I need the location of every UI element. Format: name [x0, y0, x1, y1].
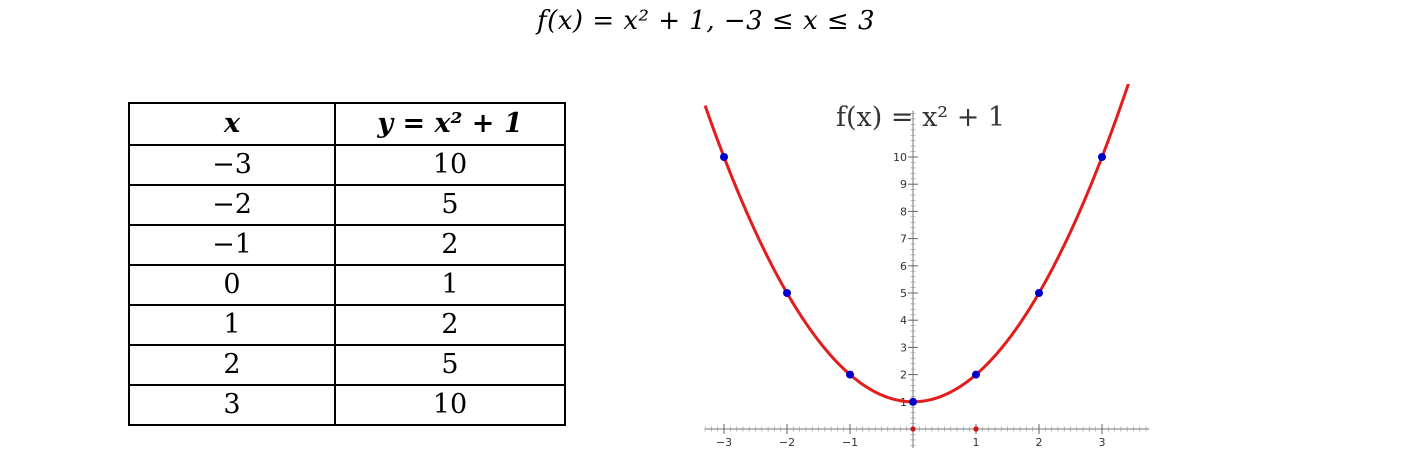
values-table: x y = x² + 1 −3 10 −2 5 −1 2 0 1 1 2 2 5 — [128, 102, 566, 426]
page-title: f(x) = x² + 1, −3 ≤ x ≤ 3 — [536, 6, 876, 36]
x-tick-label: −1 — [842, 436, 858, 449]
x-tick-label: −3 — [716, 436, 732, 449]
x-tick-label: 2 — [1036, 436, 1043, 449]
cell-y: 2 — [334, 224, 566, 266]
cell-x: 0 — [128, 264, 336, 306]
table-row: 2 5 — [128, 344, 566, 386]
y-tick-label: 6 — [900, 260, 907, 273]
cell-y: 5 — [334, 184, 566, 226]
y-tick-label: 5 — [900, 287, 907, 300]
cell-y: 10 — [334, 144, 566, 186]
y-tick-label: 10 — [893, 151, 907, 164]
cell-y: 5 — [334, 344, 566, 386]
cell-x: 1 — [128, 304, 336, 346]
y-tick-label: 8 — [900, 205, 907, 218]
cell-x: −3 — [128, 144, 336, 186]
header-x: x — [128, 102, 336, 146]
table-header-row: x y = x² + 1 — [128, 102, 566, 146]
data-point — [720, 153, 728, 161]
graph-title: f(x) = x² + 1 — [836, 102, 1005, 133]
x-tick-label: −2 — [779, 436, 795, 449]
cell-x: 2 — [128, 344, 336, 386]
parabola-curve — [703, 84, 1130, 404]
table-row: 1 2 — [128, 304, 566, 346]
y-tick-label: 7 — [900, 233, 907, 246]
cell-y: 10 — [334, 384, 566, 426]
cell-x: 3 — [128, 384, 336, 426]
y-tick-label: 4 — [900, 314, 907, 327]
cell-x: −2 — [128, 184, 336, 226]
y-tick-label: 9 — [900, 178, 907, 191]
data-point — [909, 397, 917, 406]
axis-marker-point — [973, 426, 979, 432]
data-point — [1035, 289, 1043, 297]
table-row: −2 5 — [128, 184, 566, 226]
points-layer — [720, 153, 1106, 432]
data-point — [783, 289, 791, 297]
y-tick-label: 3 — [900, 341, 907, 354]
cell-y: 2 — [334, 304, 566, 346]
axis-marker-point — [910, 426, 916, 432]
cell-x: −1 — [128, 224, 336, 266]
data-point — [972, 370, 980, 379]
curve-layer — [703, 84, 1130, 404]
table-row: −3 10 — [128, 144, 566, 186]
data-point — [1098, 153, 1106, 161]
x-tick-label: 3 — [1099, 436, 1106, 449]
data-point — [846, 370, 854, 379]
cell-y: 1 — [334, 264, 566, 306]
x-tick-label: 1 — [973, 436, 980, 449]
y-tick-label: 2 — [900, 369, 907, 382]
header-y: y = x² + 1 — [334, 102, 566, 146]
table-row: −1 2 — [128, 224, 566, 266]
table-row: 0 1 — [128, 264, 566, 306]
table-row: 3 10 — [128, 384, 566, 426]
